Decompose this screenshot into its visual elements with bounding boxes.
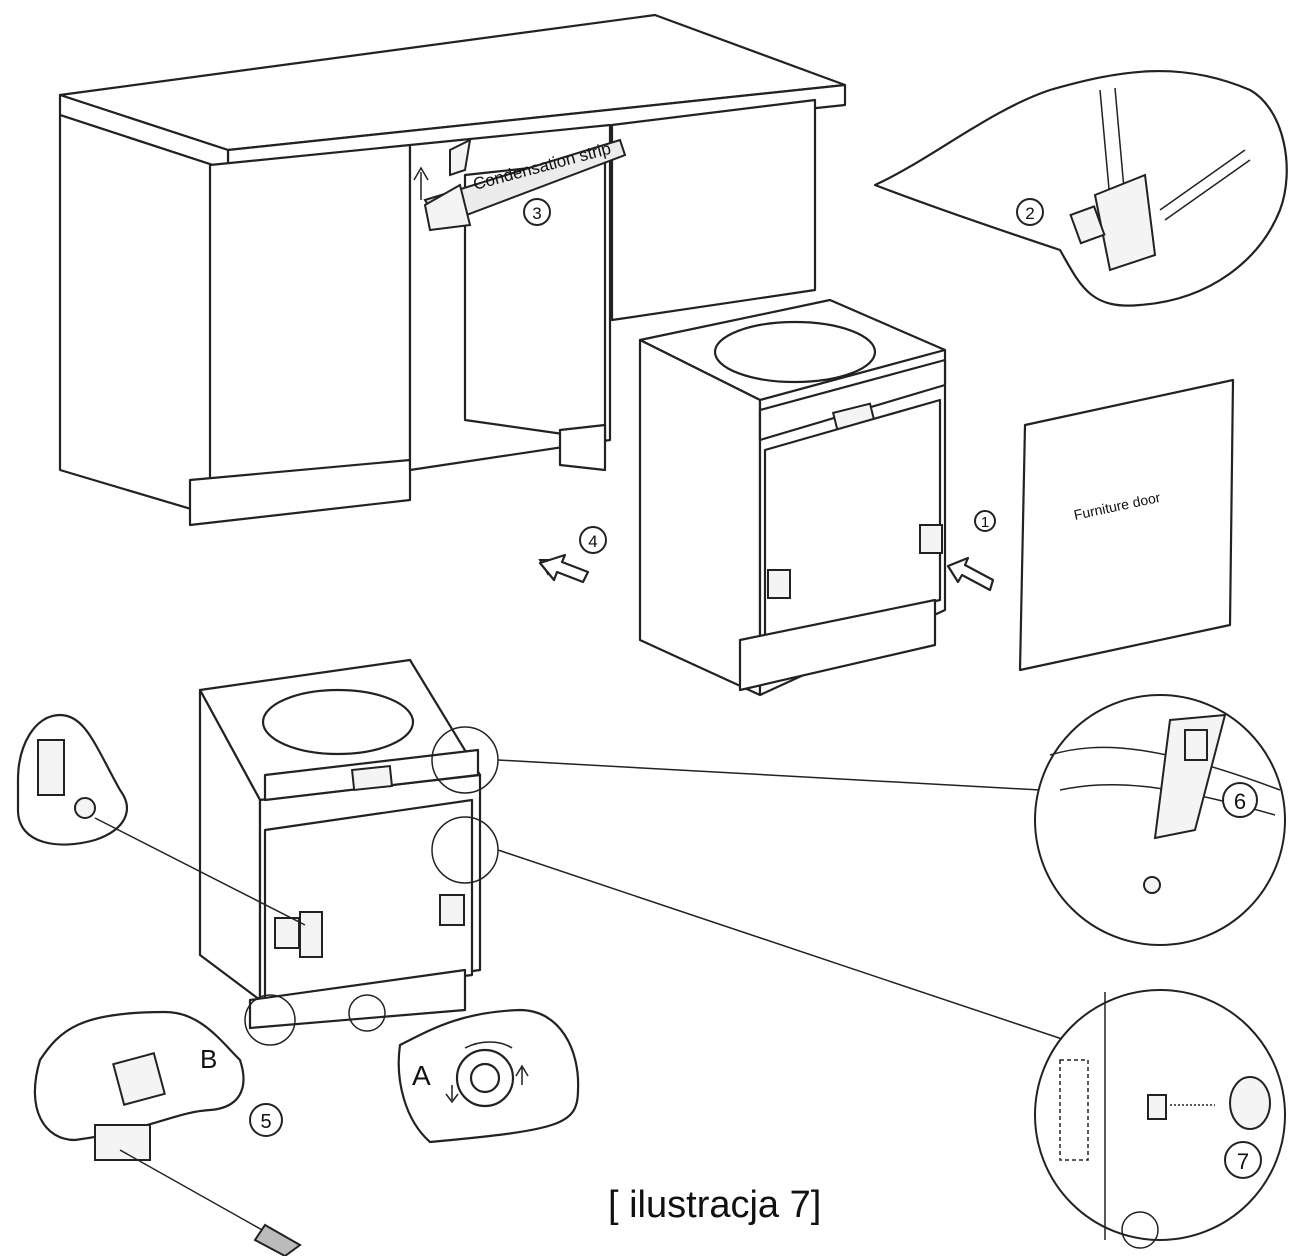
- figure-caption: [ ilustracja 7]: [608, 1184, 822, 1226]
- detail-7: [1034, 989, 1286, 1249]
- detail-spring: [16, 713, 306, 926]
- label-b: B: [200, 1044, 217, 1074]
- step-4-badge: 4: [579, 526, 607, 554]
- step-3-badge: 3: [523, 198, 551, 226]
- step-7-badge: 7: [1224, 1141, 1262, 1179]
- detail-a: [348, 994, 580, 1144]
- detail-6: [1034, 694, 1286, 946]
- dishwasher-bottom: [198, 658, 482, 1030]
- furniture-door-panel: [1018, 378, 1235, 672]
- step-1-badge: 1: [974, 510, 996, 532]
- step-6-badge: 6: [1222, 782, 1258, 818]
- step-5-badge: 5: [249, 1103, 283, 1137]
- kitchen-cabinet: [58, 13, 847, 527]
- detail-hinge: [873, 69, 1288, 307]
- svg-text:4: 4: [588, 532, 597, 551]
- svg-text:3: 3: [532, 204, 541, 223]
- svg-text:6: 6: [1234, 789, 1246, 814]
- svg-text:1: 1: [981, 514, 989, 531]
- step-2-badge: 2: [1016, 198, 1044, 226]
- label-a: A: [412, 1060, 431, 1091]
- detail-b: [33, 994, 302, 1256]
- arrow-step-1: [946, 556, 995, 592]
- svg-text:7: 7: [1237, 1149, 1249, 1174]
- dishwasher-top: [638, 298, 947, 697]
- svg-text:2: 2: [1025, 204, 1034, 223]
- svg-text:5: 5: [260, 1111, 271, 1133]
